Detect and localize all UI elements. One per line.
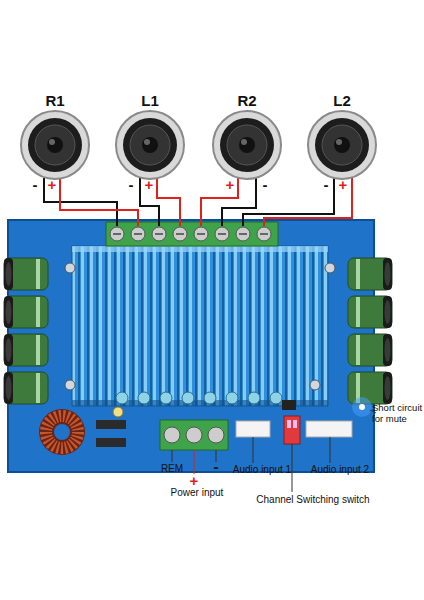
small-capacitors xyxy=(116,392,282,404)
capacitors xyxy=(4,258,392,404)
speaker: L1 xyxy=(110,94,190,182)
speaker-highlight xyxy=(241,139,247,145)
speaker-rim xyxy=(21,111,89,179)
input-connector xyxy=(236,421,270,437)
speaker-label: R1 xyxy=(15,92,95,109)
speaker-terminal-block xyxy=(106,222,278,246)
diode xyxy=(96,438,126,447)
polarity-sign: + xyxy=(142,176,156,193)
speaker-highlight xyxy=(49,139,55,145)
speaker-dust-cap xyxy=(47,137,63,153)
callout-label: Power input xyxy=(162,487,232,499)
power-terminal-block xyxy=(160,420,228,450)
speaker-cone xyxy=(227,125,267,165)
speaker-graphic xyxy=(302,110,382,180)
polarity-sign: - xyxy=(209,458,223,475)
polarity-sign: - xyxy=(319,176,333,193)
speaker-rim xyxy=(116,111,184,179)
speaker-dust-cap xyxy=(142,137,158,153)
dip-switch xyxy=(284,416,300,444)
polarity-sign: - xyxy=(28,176,42,193)
polarity-sign: + xyxy=(336,176,350,193)
speaker: L2 xyxy=(302,94,382,182)
speaker-cone xyxy=(35,125,75,165)
speaker-surround xyxy=(28,118,82,172)
speaker-surround xyxy=(123,118,177,172)
speaker: R2 xyxy=(207,94,287,182)
callout-label: Channel Switching switch xyxy=(248,494,378,506)
toroid-inductor xyxy=(39,409,85,455)
diode xyxy=(96,420,126,429)
speaker-rim xyxy=(308,111,376,179)
polarity-sign: + xyxy=(187,472,201,489)
speaker-surround xyxy=(315,118,369,172)
polarity-sign: + xyxy=(45,176,59,193)
speaker-wires xyxy=(44,178,352,226)
polarity-sign: - xyxy=(124,176,138,193)
pin-name: REM xyxy=(157,463,187,475)
callout-label: Audio input 2 xyxy=(308,464,372,476)
speaker-cone xyxy=(322,125,362,165)
callout-label: Short circuit for mute xyxy=(372,403,424,425)
speaker-rim xyxy=(213,111,281,179)
led-glow xyxy=(352,397,372,417)
speaker-dust-cap xyxy=(239,137,255,153)
pcb-board xyxy=(8,220,374,472)
mute-jumper xyxy=(282,400,296,410)
polarity-sign: + xyxy=(223,176,237,193)
speaker-graphic xyxy=(15,110,95,180)
speaker-label: L1 xyxy=(110,92,190,109)
speaker-graphic xyxy=(207,110,287,180)
speaker-highlight xyxy=(144,139,150,145)
heatsink xyxy=(72,246,328,406)
speaker-graphic xyxy=(110,110,190,180)
speaker: R1 xyxy=(15,94,95,182)
speaker-label: R2 xyxy=(207,92,287,109)
callout-label: Audio input 1 xyxy=(227,464,297,476)
speaker-dust-cap xyxy=(334,137,350,153)
speaker-surround xyxy=(220,118,274,172)
speaker-cone xyxy=(130,125,170,165)
speaker-highlight xyxy=(336,139,342,145)
polarity-sign: - xyxy=(258,176,272,193)
speaker-label: L2 xyxy=(302,92,382,109)
leader-lines xyxy=(172,410,376,492)
input-connector xyxy=(306,421,352,437)
